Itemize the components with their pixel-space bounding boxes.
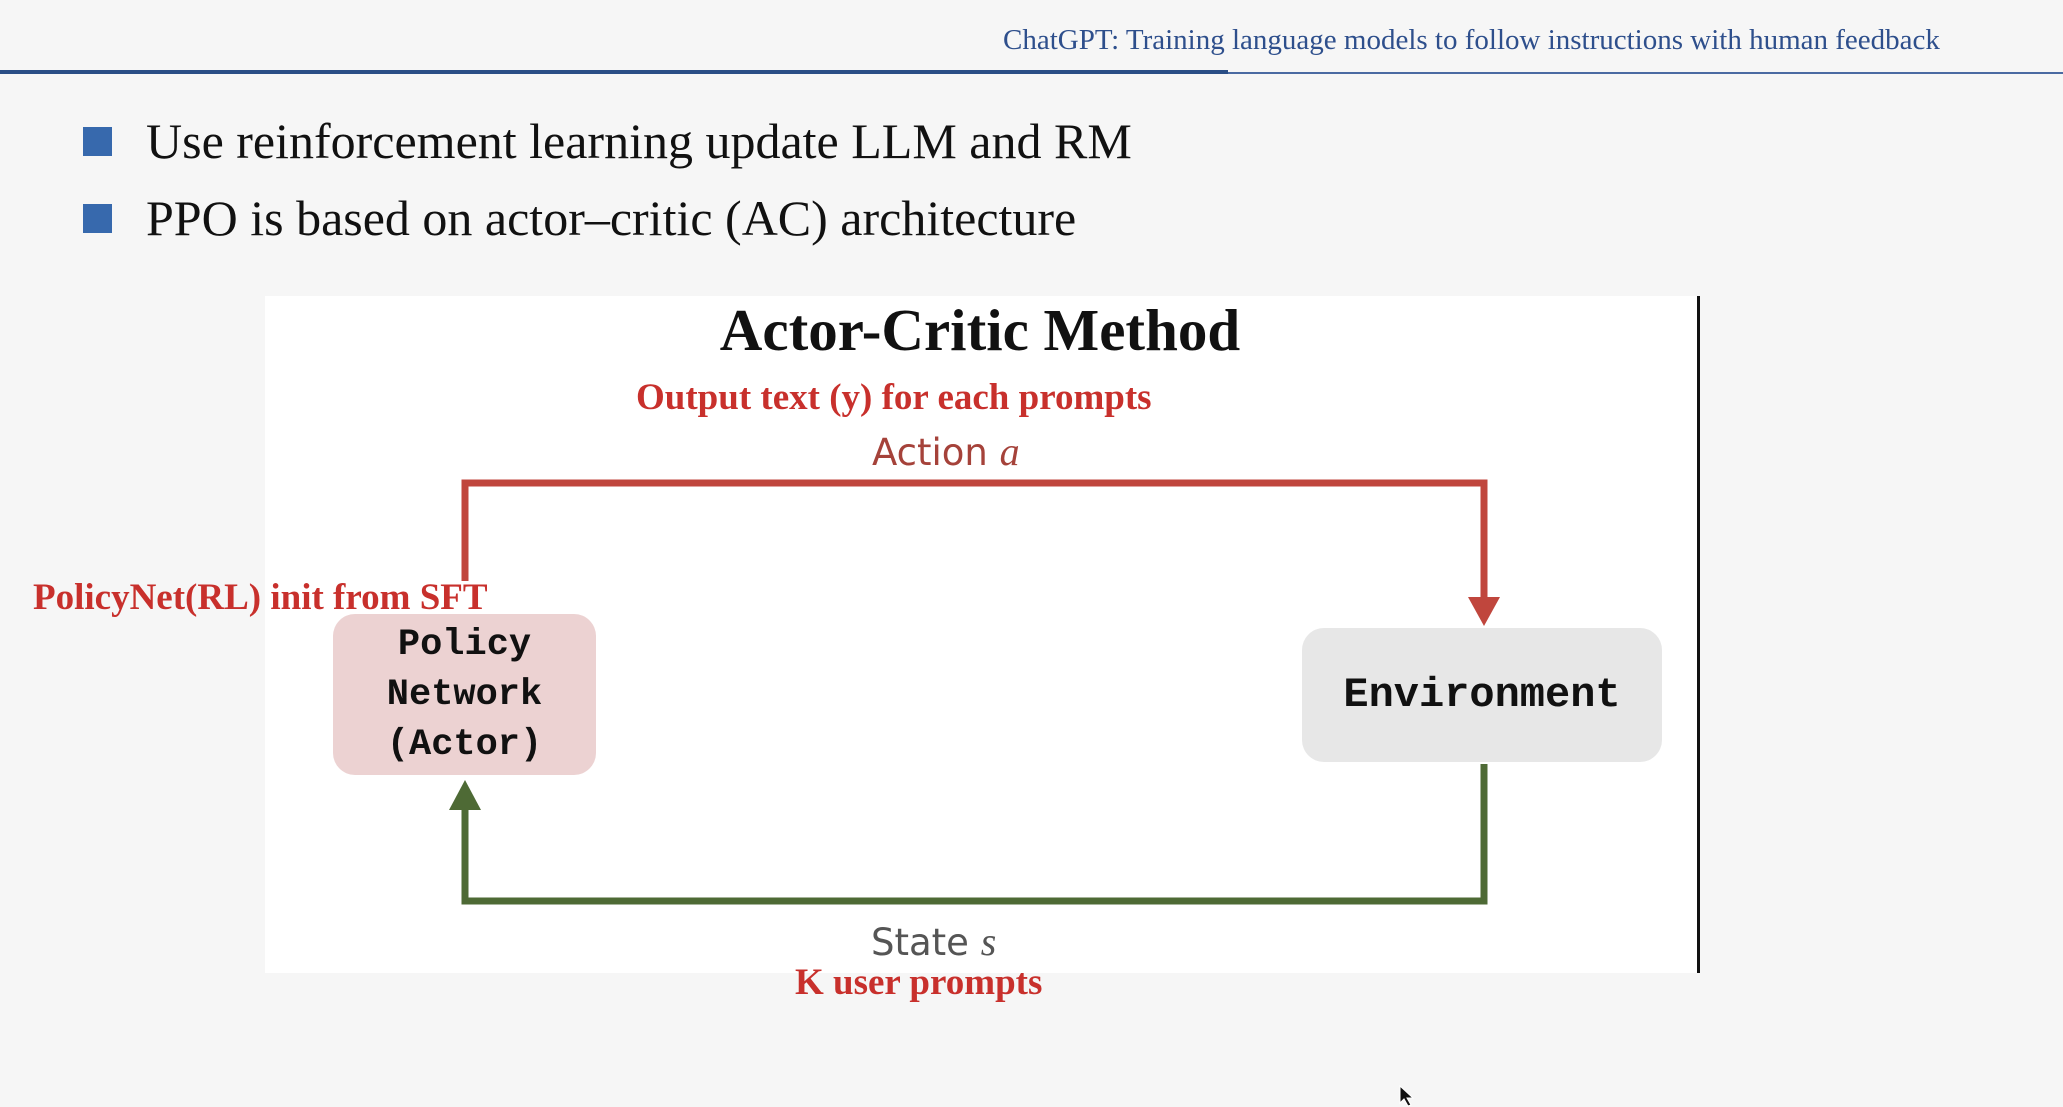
bullet-item: Use reinforcement learning update LLM an… [83, 112, 1132, 170]
header-rule-thin [1228, 72, 2063, 74]
policy-box-line: Policy [397, 623, 532, 666]
environment-box: Environment [1302, 628, 1662, 762]
bullet-square-icon [83, 203, 112, 233]
state-arrowhead-icon [449, 780, 481, 810]
bullet-text: Use reinforcement learning update LLM an… [146, 113, 1132, 169]
action-symbol: a [999, 429, 1020, 474]
bullet-item: PPO is based on actor–critic (AC) archit… [83, 189, 1076, 247]
policy-annotation: PolicyNet(RL) init from SFT [33, 577, 488, 618]
bullet-text: PPO is based on actor–critic (AC) archit… [146, 190, 1077, 246]
mouse-cursor-icon [1399, 1085, 1415, 1107]
policy-box-line: Network [386, 673, 543, 716]
diagram-title: Actor-Critic Method [719, 297, 1241, 363]
state-label: State s [871, 918, 996, 965]
policy-box-line: (Actor) [386, 723, 543, 766]
action-label: Action a [872, 428, 1020, 475]
state-label-text: State [871, 921, 969, 964]
state-symbol: s [980, 919, 997, 964]
slide-header-title: ChatGPT: Training language models to fol… [1003, 24, 1940, 56]
prompts-annotation: K user prompts [795, 962, 1043, 1003]
action-arrow [461, 479, 1488, 607]
output-annotation: Output text (y) for each prompts [636, 377, 1152, 418]
action-arrowhead-icon [1468, 597, 1500, 626]
figure-right-border [1697, 296, 1700, 973]
policy-network-box: Policy Network (Actor) [333, 614, 596, 775]
bullet-square-icon [83, 126, 112, 156]
state-arrow [461, 764, 1488, 905]
header-rule [0, 70, 1228, 74]
action-label-text: Action [872, 431, 988, 474]
